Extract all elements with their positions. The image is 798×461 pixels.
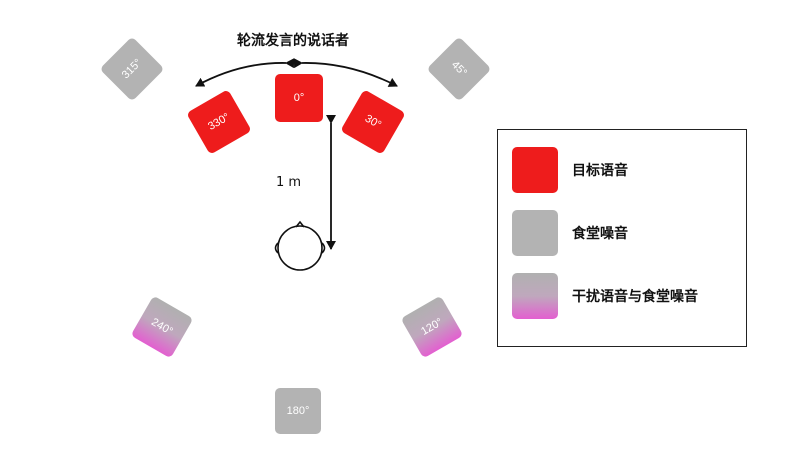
legend-label-noise: 食堂噪音 [572, 226, 628, 242]
speaker-0-label: 0° [293, 91, 305, 104]
speaker-30-label: 30° [363, 112, 384, 131]
legend-label-target: 目标语音 [572, 163, 628, 179]
legend-item-mix: 干扰语音与食堂噪音 [512, 273, 698, 319]
distance-label: 1 m [276, 175, 302, 190]
speaker-315-label: 315° [119, 56, 144, 81]
legend-item-target: 目标语音 [512, 147, 628, 193]
speaker-45-label: 45° [449, 58, 470, 79]
speaker-240-label: 240° [149, 315, 176, 338]
left-turn-arrow [195, 58, 295, 87]
legend-swatch-noise [512, 210, 558, 256]
legend-item-noise: 食堂噪音 [512, 210, 628, 256]
legend-label-mix: 干扰语音与食堂噪音 [572, 289, 698, 305]
speaker-330-label: 330° [205, 110, 232, 133]
speaker-180: 180° [275, 388, 321, 434]
speaker-0: 0° [275, 74, 323, 122]
speaker-120-label: 120° [418, 315, 445, 338]
legend-swatch-target [512, 147, 558, 193]
legend-box: 目标语音 食堂噪音 干扰语音与食堂噪音 [497, 129, 747, 347]
right-turn-arrow [293, 58, 398, 87]
legend-swatch-mix [512, 273, 558, 319]
listener-head-icon [274, 220, 326, 271]
speaker-180-label: 180° [286, 404, 310, 417]
diagram-title: 轮流发言的说话者 [237, 33, 349, 49]
